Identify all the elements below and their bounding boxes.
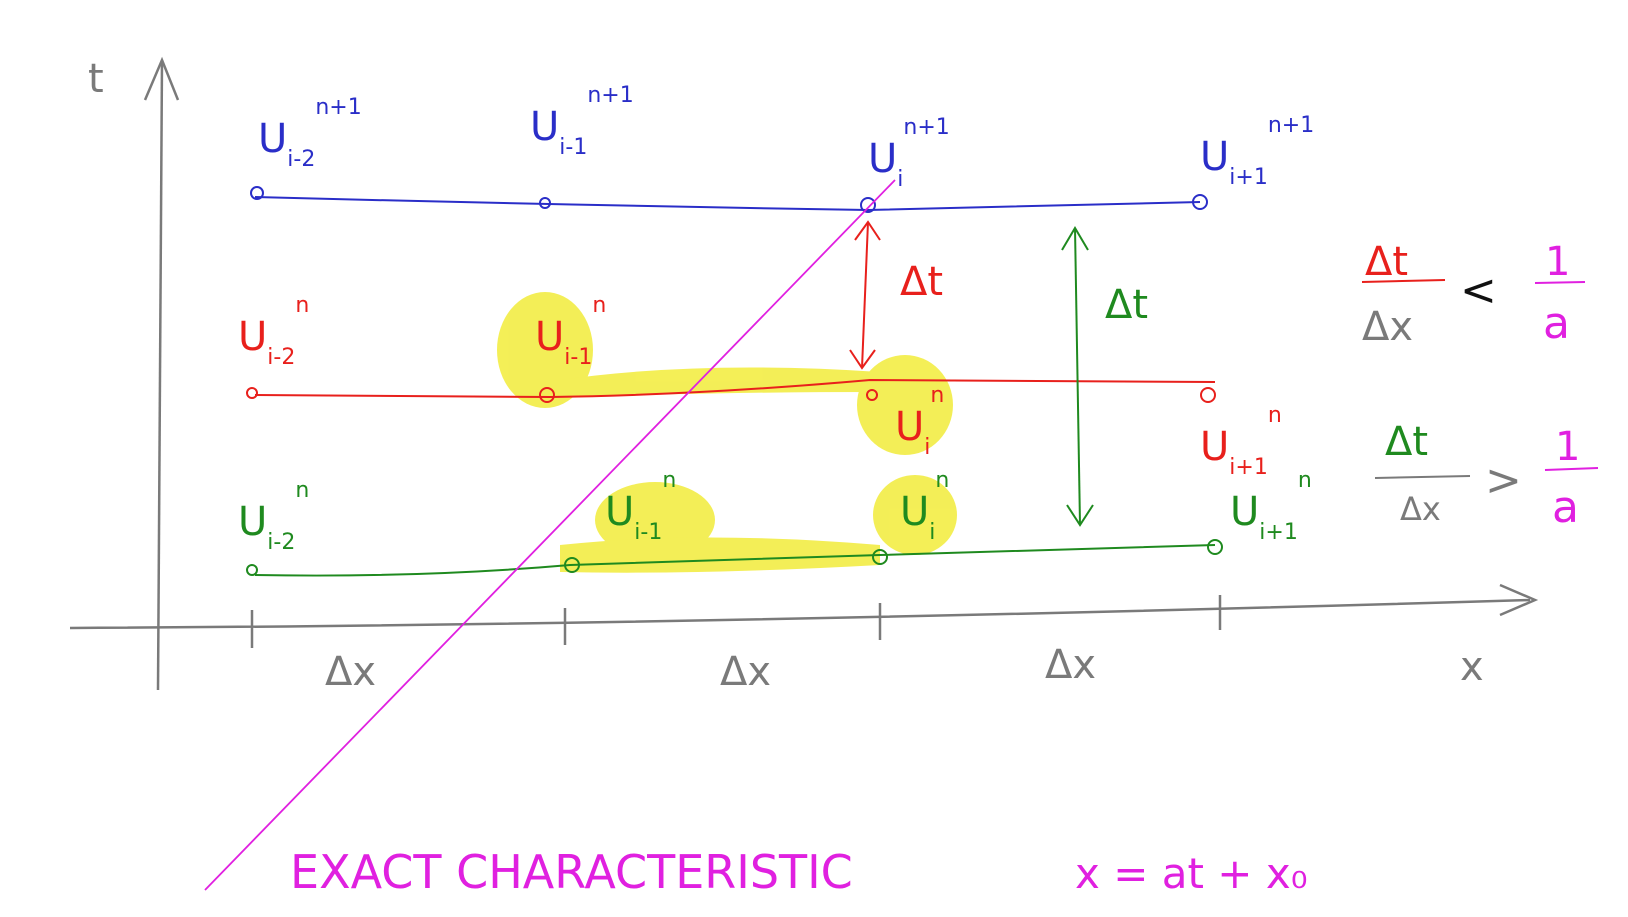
t-axis-arrow xyxy=(143,56,180,101)
label-bot-i+1: Ui+1n xyxy=(1230,468,1312,545)
label-mid-i-1: Ui-1n xyxy=(535,293,606,370)
x-axis xyxy=(69,598,1531,630)
dt-label-green: Δt xyxy=(1105,282,1148,328)
cond1-bar xyxy=(1361,279,1446,283)
x-axis-label: x xyxy=(1460,644,1484,690)
characteristic-label: EXACT CHARACTERISTIC xyxy=(290,845,853,899)
node-bot-i+1 xyxy=(1207,539,1223,555)
condition-second: Δt Δx > 1 a xyxy=(1374,419,1599,533)
level-bottom xyxy=(246,539,1223,577)
cond2-den: Δx xyxy=(1400,490,1441,528)
highlight-mid-band xyxy=(560,367,880,398)
labels-bottom: Ui-2n Ui-1n Uin Ui+1n xyxy=(238,468,1312,555)
cond1-rhs-den: a xyxy=(1543,298,1570,349)
condition-first: Δt Δx < 1 a xyxy=(1361,239,1586,350)
cond2-num: Δt xyxy=(1385,419,1428,465)
dt-label-red: Δt xyxy=(900,259,943,305)
label-mid-i-2: Ui-2n xyxy=(238,293,309,370)
cond1-num: Δt xyxy=(1365,239,1408,285)
spacing-label-2: Δx xyxy=(720,649,771,695)
cond2-op: > xyxy=(1485,455,1522,506)
cond2-rhs-bar xyxy=(1544,467,1599,471)
labels-middle: Ui-2n Ui-1n Uin Ui+1n xyxy=(238,293,1282,480)
level-middle xyxy=(246,378,1216,403)
node-bot-i-2 xyxy=(246,564,258,576)
label-top-i: Uin+1 xyxy=(868,115,950,192)
level-top-line xyxy=(254,196,1201,212)
spacing-label-3: Δx xyxy=(1045,642,1096,688)
cond1-rhs-num: 1 xyxy=(1545,239,1570,285)
spacing-label-1: Δx xyxy=(325,649,376,695)
labels-top: Ui-2n+1 Ui-1n+1 Uin+1 Ui+1n+1 xyxy=(258,83,1314,192)
node-top-i xyxy=(860,197,876,213)
node-bot-i-1 xyxy=(564,557,580,573)
t-axis xyxy=(156,59,164,691)
t-axis-label: t xyxy=(88,56,104,102)
characteristic-line xyxy=(204,179,896,891)
x-axis-arrow xyxy=(1499,583,1539,617)
level-bottom-line xyxy=(254,544,1216,577)
cond1-rhs-bar xyxy=(1534,281,1586,284)
dt-arrow-red xyxy=(849,220,881,370)
cond2-bar xyxy=(1374,475,1471,479)
label-top-i-1: Ui-1n+1 xyxy=(530,83,634,160)
level-middle-line xyxy=(254,378,1216,399)
highlight-bot-i xyxy=(873,475,957,555)
node-top-i-1 xyxy=(539,197,551,209)
highlight-bot-band xyxy=(560,537,880,573)
label-bot-i-2: Ui-2n xyxy=(238,478,309,555)
node-bot-i xyxy=(872,549,888,565)
cond1-op: < xyxy=(1460,265,1497,316)
node-mid-i-1 xyxy=(539,387,555,403)
label-bot-i-1: Ui-1n xyxy=(605,468,676,545)
axes xyxy=(69,56,1539,691)
cond2-rhs-den: a xyxy=(1552,482,1579,533)
cond1-den: Δx xyxy=(1362,304,1413,350)
label-mid-i+1: Ui+1n xyxy=(1200,403,1282,480)
node-mid-i xyxy=(866,389,878,401)
highlights xyxy=(497,292,957,573)
label-bot-i: Uin xyxy=(900,468,949,545)
node-top-i-2 xyxy=(250,186,264,200)
dt-arrow-green xyxy=(1061,226,1094,527)
node-mid-i+1 xyxy=(1200,387,1216,403)
node-top-i+1 xyxy=(1192,194,1208,210)
characteristic-equation: x = at + x₀ xyxy=(1075,849,1308,898)
label-mid-i: Uin xyxy=(895,383,944,460)
label-top-i-2: Ui-2n+1 xyxy=(258,95,362,172)
cond2-rhs-num: 1 xyxy=(1555,424,1580,470)
node-mid-i-2 xyxy=(246,387,258,399)
level-top xyxy=(250,186,1208,213)
label-top-i+1: Ui+1n+1 xyxy=(1200,113,1314,190)
